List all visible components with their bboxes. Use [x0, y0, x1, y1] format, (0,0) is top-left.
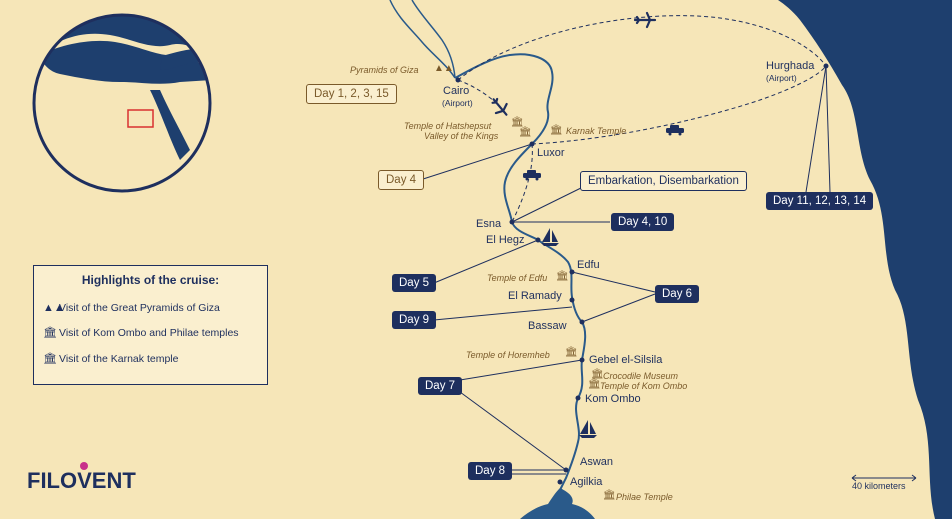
nile-delta-west — [389, 0, 456, 79]
sight-karnak: Karnak Temple — [566, 126, 627, 136]
city-dots — [455, 63, 829, 485]
scale-label: 40 kilometers — [852, 481, 906, 491]
pyramid-icon: ▲▲ — [43, 302, 65, 314]
temple-icon: 🏛︎ — [550, 125, 563, 136]
legend: Highlights of the cruise: ▲▲Visit of the… — [33, 265, 268, 385]
scale-bar — [851, 474, 917, 482]
airplane-icon — [491, 97, 508, 116]
temple-icon: 🏛︎ — [603, 490, 616, 501]
logo-dot — [80, 462, 88, 470]
city-bassaw: Bassaw — [528, 320, 567, 332]
temple-icon: 🏛︎ — [588, 379, 601, 390]
day-tag-9: Day 9 — [392, 311, 437, 329]
flight-route — [457, 15, 827, 81]
temple-icon: 🏛︎ — [556, 271, 569, 282]
sight-hatshepsut: Temple of Hatshepsut — [404, 121, 492, 131]
legend-item: 🏛︎Visit of the Karnak temple — [43, 353, 179, 365]
temple-icon: 🏛︎ — [591, 369, 604, 380]
day-tag-8: Day 8 — [468, 462, 513, 480]
city-aswan: Aswan — [580, 456, 614, 468]
day-tag-7: Day 7 — [418, 377, 463, 395]
car-icon — [523, 170, 541, 181]
city-edfu: Edfu — [577, 259, 600, 271]
nile-delta-east — [411, 0, 456, 79]
sight-pyramids: Pyramids of Giza — [350, 65, 419, 75]
day-tag-4-10: Day 4, 10 — [611, 213, 675, 231]
leader-lines — [419, 65, 831, 475]
day-tag-5: Day 5 — [392, 274, 437, 292]
city-cairo: Cairo — [443, 85, 470, 97]
temple-icon: 🏛︎ — [519, 127, 532, 138]
city-hurghada-sub: (Airport) — [766, 73, 797, 83]
city-el-ramady: El Ramady — [508, 290, 562, 302]
sight-kom-ombo-temple: Temple of Kom Ombo — [600, 381, 688, 391]
day-tag-11-14: Day 11, 12, 13, 14 — [766, 192, 874, 210]
city-hurghada: Hurghada — [766, 60, 815, 72]
sailboat-icon — [541, 228, 559, 246]
nile-river — [454, 53, 587, 491]
city-luxor: Luxor — [537, 147, 565, 159]
sight-philae: Philae Temple — [616, 492, 673, 502]
day-tag-6: Day 6 — [655, 285, 700, 303]
sight-valley: Valley of the Kings — [424, 131, 499, 141]
road-route — [531, 65, 827, 145]
luxor-esna-route — [511, 143, 533, 223]
day-tag-4: Day 4 — [378, 170, 425, 190]
globe-inset — [32, 13, 212, 193]
temple-icon: 🏛︎ — [43, 327, 57, 339]
lake-nasser — [520, 488, 595, 519]
sight-edfu-temple: Temple of Edfu — [487, 273, 548, 283]
city-gebel: Gebel el-Silsila — [589, 354, 663, 366]
city-esna: Esna — [476, 218, 502, 230]
car-icon — [666, 125, 684, 136]
brand-logo[interactable]: FILOVENT — [27, 468, 136, 493]
temple-icon: 🏛︎ — [511, 117, 524, 128]
city-el-hegz: El Hegz — [486, 234, 525, 246]
pyramid-icon: ▲▲ — [434, 63, 454, 74]
airplane-icon — [633, 11, 657, 29]
legend-title: Highlights of the cruise: — [81, 273, 220, 287]
temple-icon: 🏛︎ — [43, 353, 57, 365]
red-sea — [778, 0, 952, 519]
city-kom-ombo: Kom Ombo — [585, 393, 641, 405]
legend-item: 🏛︎Visit of Kom Ombo and Philae temples — [43, 327, 239, 339]
sight-horemheb: Temple of Horemheb — [466, 350, 550, 360]
city-cairo-sub: (Airport) — [442, 98, 473, 108]
sailboat-icon — [579, 420, 597, 438]
temple-icon: 🏛︎ — [565, 347, 578, 358]
legend-item: ▲▲Visit of the Great Pyramids of Giza — [43, 302, 220, 314]
city-agilkia: Agilkia — [570, 476, 603, 488]
day-tag-1-2-3-15: Day 1, 2, 3, 15 — [306, 84, 397, 104]
day-tag-embark: Embarkation, Disembarkation — [580, 171, 747, 191]
sight-crocodile: Crocodile Museum — [603, 371, 679, 381]
